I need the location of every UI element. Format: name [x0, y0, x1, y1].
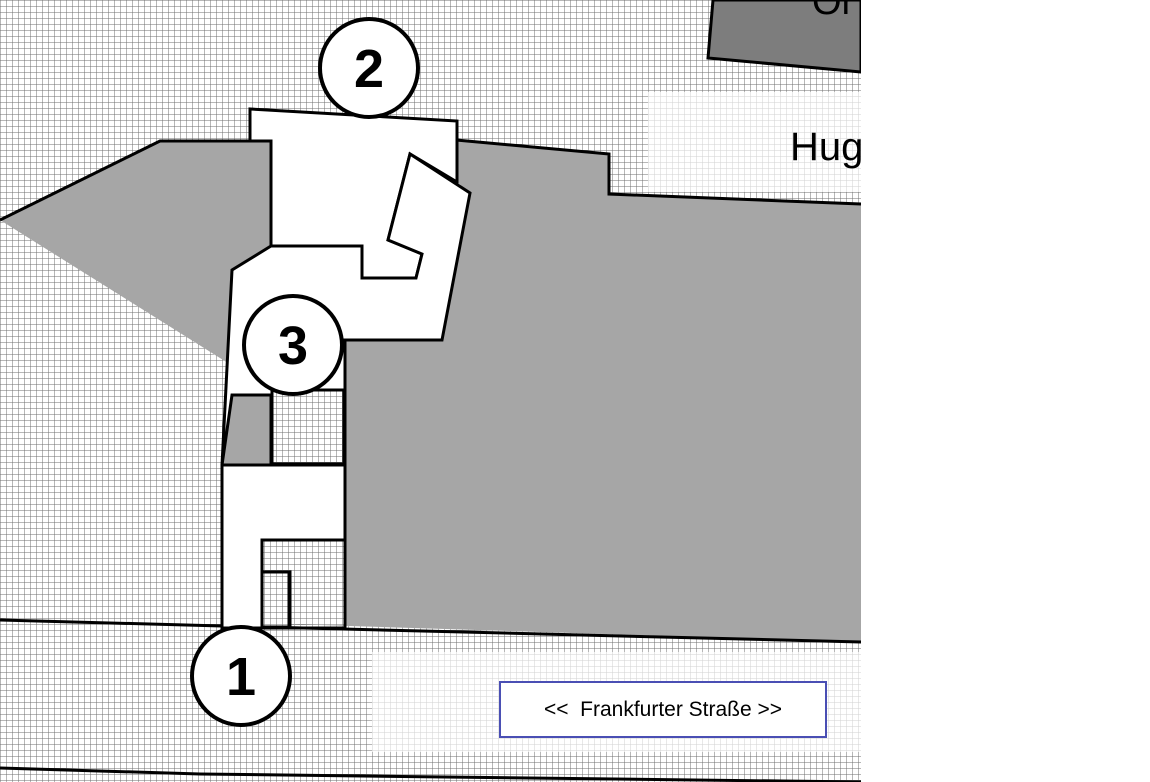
partial-label-right: Hug [790, 125, 861, 169]
marker-3[interactable]: 3 [242, 294, 344, 396]
dark-building-top-right [706, 0, 861, 74]
map-canvas[interactable]: Or Hug 2 3 1 [0, 0, 861, 782]
partial-label-top-right: Or [812, 0, 855, 23]
marker-2[interactable]: 2 [318, 17, 420, 119]
entrance-inset [260, 570, 291, 629]
blank-area [861, 0, 1150, 782]
street-label-frankfurter-strasse[interactable]: << Frankfurter Straße >> [499, 681, 827, 738]
marker-1[interactable]: 1 [190, 625, 292, 727]
map-viewport[interactable]: Or Hug 2 3 1 [0, 0, 861, 782]
building-block [0, 140, 861, 642]
label-area-right [648, 92, 861, 192]
marker-3-label: 3 [278, 316, 308, 376]
marker-1-label: 1 [226, 647, 256, 707]
corridor-inset [270, 388, 346, 466]
marker-2-label: 2 [354, 39, 384, 99]
